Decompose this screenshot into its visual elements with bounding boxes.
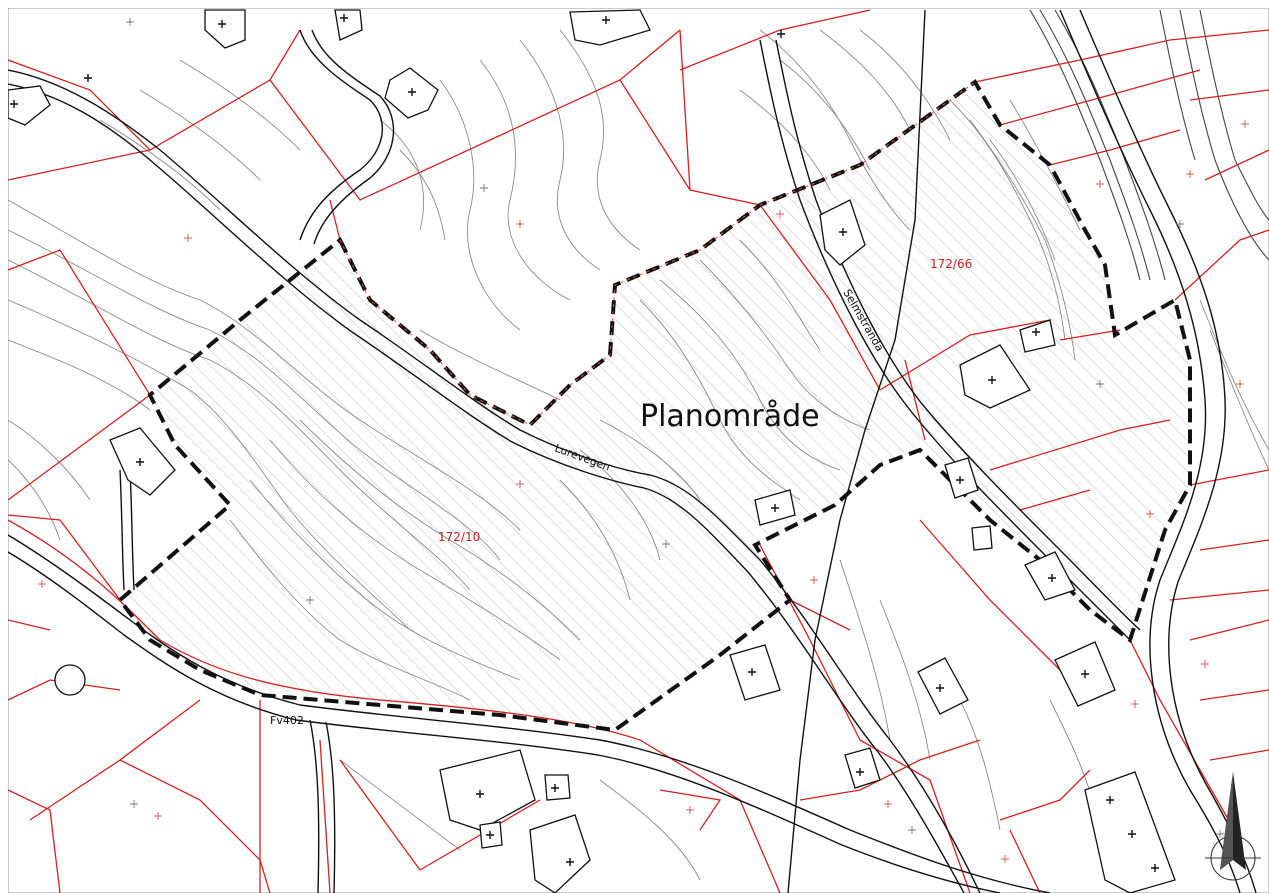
road-label-fv402: Fv402 (270, 714, 304, 727)
parcel-label-172-66: 172/66 (930, 257, 972, 271)
plan-area-label: Planområde (640, 399, 820, 434)
power-line (787, 9, 926, 893)
plan-area-hatch (120, 82, 1190, 730)
parcel-label-172-10: 172/10 (438, 530, 480, 544)
survey-markers (10, 14, 1249, 872)
parcel-lines (8, 9, 1269, 893)
north-arrow-icon (1205, 772, 1261, 881)
contour-lines (8, 9, 1269, 881)
